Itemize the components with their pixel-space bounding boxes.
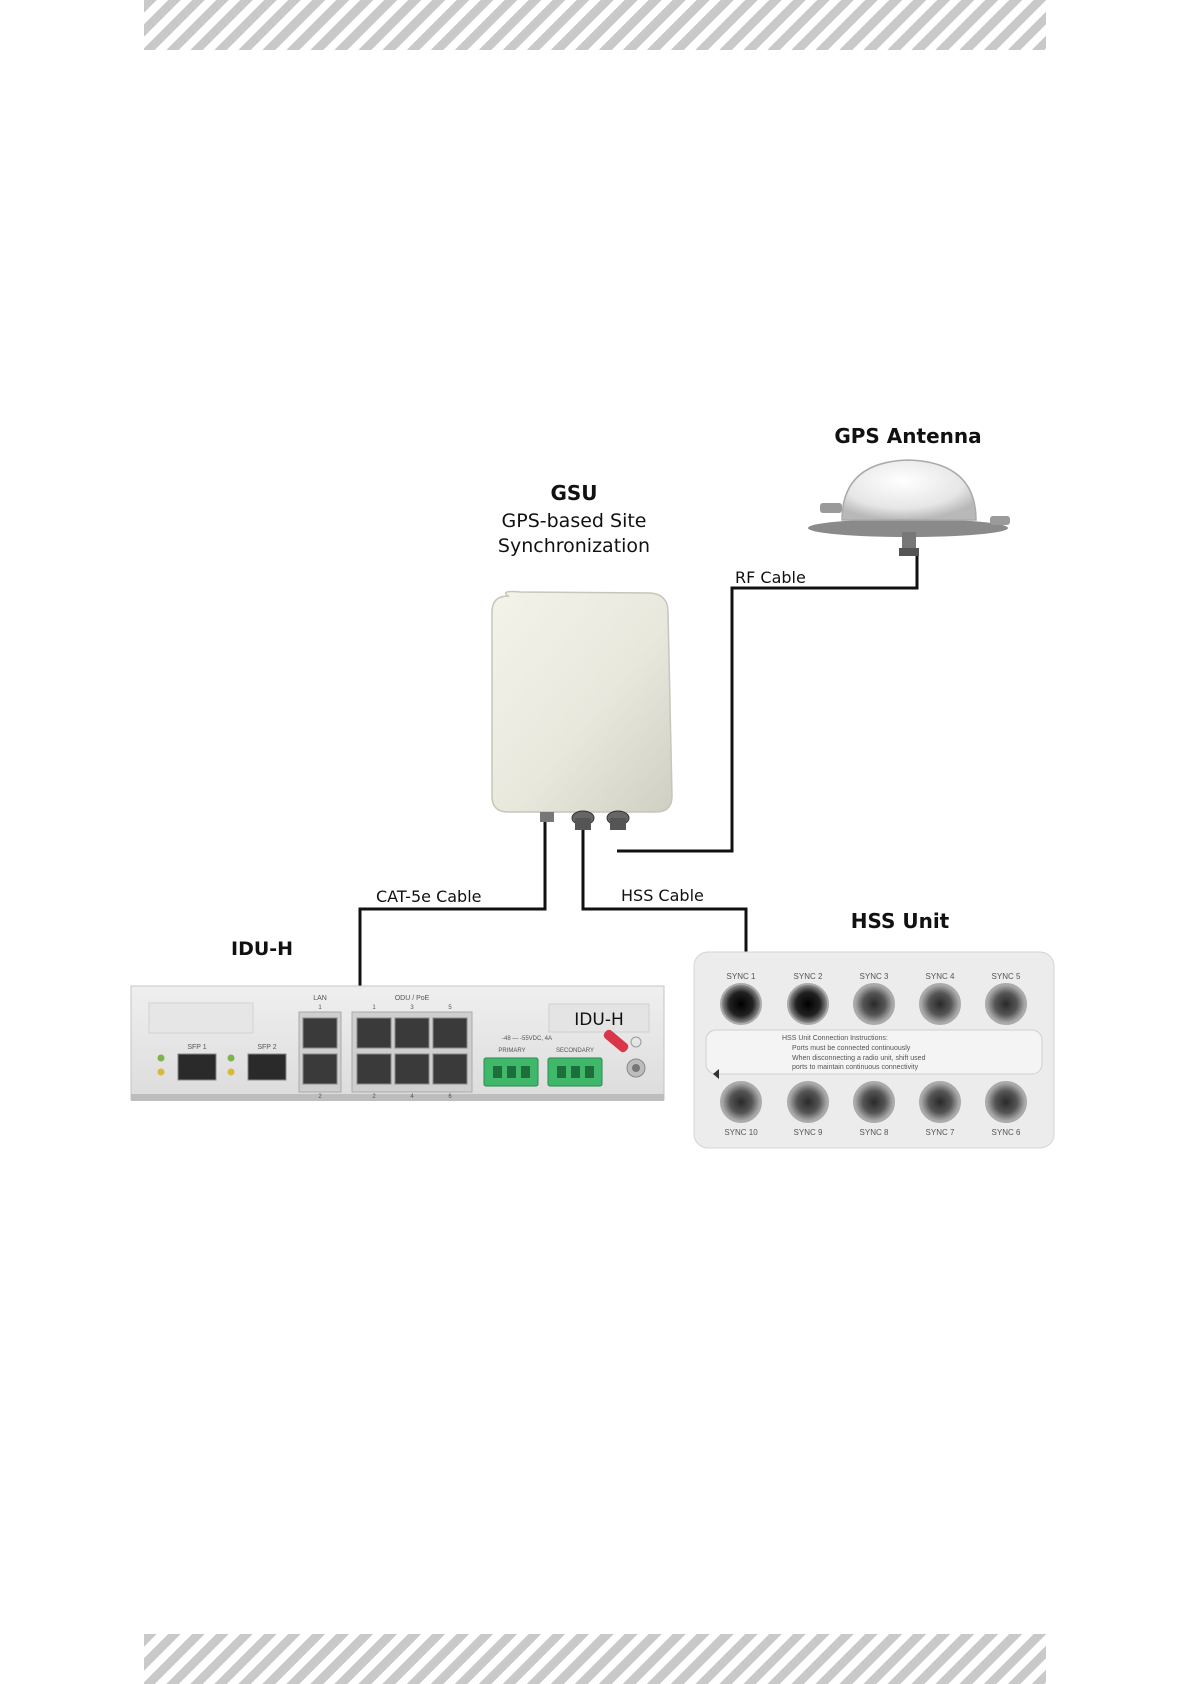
gps-antenna-title: GPS Antenna xyxy=(834,424,981,448)
hss-label-sync2: SYNC 2 xyxy=(794,972,823,981)
odu-port-4[interactable] xyxy=(394,1053,430,1085)
odu-bottom-6: 6 xyxy=(448,1094,452,1100)
antenna-dome xyxy=(841,459,977,521)
hss-instructions-title: HSS Unit Connection Instructions: xyxy=(782,1035,888,1042)
hss-port-sync5[interactable] xyxy=(985,983,1027,1025)
idu-h-device: IDU-H IDU-H SFP 1 SFP 2 LAN 1 2 ODU / Po… xyxy=(130,938,665,1101)
sfp1-label: SFP 1 xyxy=(187,1044,206,1051)
rf-cable-label: RF Cable xyxy=(735,568,806,587)
lan-label: LAN xyxy=(313,995,327,1002)
lan-top-number: 1 xyxy=(318,1005,322,1011)
gsu-subtitle-line2: Synchronization xyxy=(498,535,650,557)
cables: RF Cable CAT-5e Cable HSS Cable xyxy=(358,556,919,986)
odu-port-3[interactable] xyxy=(394,1017,430,1049)
gsu-device: GSU GPS-based Site Synchronization xyxy=(491,481,673,830)
sfp2-led-1 xyxy=(227,1054,235,1062)
odu-top-3: 3 xyxy=(410,1005,414,1011)
odu-port-1[interactable] xyxy=(356,1017,392,1049)
secondary-pin-1 xyxy=(557,1066,566,1078)
primary-pin-3 xyxy=(521,1066,530,1078)
hss-instruction-2a: When disconnecting a radio unit, shift u… xyxy=(792,1055,926,1062)
hss-port-sync8[interactable] xyxy=(853,1081,895,1123)
hss-port-sync1[interactable] xyxy=(720,983,762,1025)
hss-port-sync10[interactable] xyxy=(720,1081,762,1123)
odu-top-1: 1 xyxy=(372,1005,376,1011)
ground-screw-center xyxy=(632,1064,640,1072)
hss-instruction-2b: ports to maintain continuous connectivit… xyxy=(792,1064,919,1071)
odu-bottom-2: 2 xyxy=(372,1094,376,1100)
antenna-connector xyxy=(902,532,916,550)
odu-bottom-4: 4 xyxy=(410,1094,414,1100)
odu-port-5[interactable] xyxy=(432,1017,468,1049)
hss-label-sync6: SYNC 6 xyxy=(992,1128,1021,1137)
secondary-label: SECONDARY xyxy=(556,1048,594,1054)
rf-cable xyxy=(617,556,919,853)
cat5e-cable xyxy=(358,822,547,986)
hss-label-sync8: SYNC 8 xyxy=(860,1128,889,1137)
cat5e-cable-label: CAT-5e Cable xyxy=(376,887,481,906)
hss-port-sync6[interactable] xyxy=(985,1081,1027,1123)
power-switch[interactable] xyxy=(602,1028,630,1054)
hss-label-sync5: SYNC 5 xyxy=(992,972,1021,981)
header-band xyxy=(144,0,1046,50)
gps-antenna: GPS Antenna xyxy=(808,424,1010,556)
hss-port-sync3[interactable] xyxy=(853,983,895,1025)
hss-instruction-1: Ports must be connected continuously xyxy=(792,1045,911,1052)
hss-label-sync7: SYNC 7 xyxy=(926,1128,955,1137)
gsu-port-2-body xyxy=(575,818,591,830)
sfp1-led-2 xyxy=(157,1068,165,1076)
secondary-pin-3 xyxy=(585,1066,594,1078)
lan-port-2[interactable] xyxy=(302,1053,338,1085)
gsu-title: GSU xyxy=(550,481,597,505)
lan-bottom-number: 2 xyxy=(318,1094,322,1100)
hss-unit: HSS Unit HSS Unit Connection Instruction… xyxy=(693,909,1055,1149)
hss-cable-label: HSS Cable xyxy=(621,886,704,905)
antenna-base-plate xyxy=(808,519,1008,537)
gsu-subtitle-line1: GPS-based Site xyxy=(502,510,647,532)
sfp2-led-2 xyxy=(227,1068,235,1076)
idu-title: IDU-H xyxy=(231,938,293,960)
secondary-pin-2 xyxy=(571,1066,580,1078)
primary-pin-2 xyxy=(507,1066,516,1078)
hss-port-sync7[interactable] xyxy=(919,1081,961,1123)
hss-cable xyxy=(581,830,748,955)
primary-label: PRIMARY xyxy=(498,1048,525,1054)
odu-poe-label: ODU / PoE xyxy=(395,995,430,1002)
hss-port-sync2[interactable] xyxy=(787,983,829,1025)
idu-label-area xyxy=(148,1002,254,1034)
hss-label-sync3: SYNC 3 xyxy=(860,972,889,981)
antenna-mount-left xyxy=(820,503,842,513)
idu-badge-box xyxy=(548,1003,650,1033)
hss-instructions-box xyxy=(705,1029,1043,1075)
power-rating: -48 — -55VDC, 4A xyxy=(502,1036,552,1042)
hss-port-sync9[interactable] xyxy=(787,1081,829,1123)
hss-label-sync10: SYNC 10 xyxy=(724,1128,758,1137)
primary-pin-1 xyxy=(493,1066,502,1078)
odu-port-6[interactable] xyxy=(432,1053,468,1085)
hss-arrow-left-icon xyxy=(713,1069,719,1079)
sfp2-port[interactable] xyxy=(247,1053,287,1081)
hss-unit-title: HSS Unit xyxy=(851,909,950,933)
sfp1-port[interactable] xyxy=(177,1053,217,1081)
antenna-mount-right xyxy=(990,516,1010,525)
antenna-connector-nut xyxy=(899,548,919,556)
gsu-port-1 xyxy=(540,812,554,822)
hss-port-sync4[interactable] xyxy=(919,983,961,1025)
sfp1-led-1 xyxy=(157,1054,165,1062)
odu-top-5: 5 xyxy=(448,1005,452,1011)
hss-label-sync9: SYNC 9 xyxy=(794,1128,823,1137)
hss-label-sync4: SYNC 4 xyxy=(926,972,955,981)
hss-label-sync1: SYNC 1 xyxy=(727,972,756,981)
lan-port-1[interactable] xyxy=(302,1017,338,1049)
footer-band xyxy=(144,1634,1046,1684)
idu-chassis-bottom xyxy=(131,1094,664,1101)
odu-port-2[interactable] xyxy=(356,1053,392,1085)
gsu-port-3-body xyxy=(610,818,626,830)
sfp2-label: SFP 2 xyxy=(257,1044,276,1051)
ground-symbol-icon xyxy=(630,1036,642,1048)
gsu-enclosure xyxy=(491,590,673,813)
idu-badge: IDU-H xyxy=(574,1010,623,1030)
